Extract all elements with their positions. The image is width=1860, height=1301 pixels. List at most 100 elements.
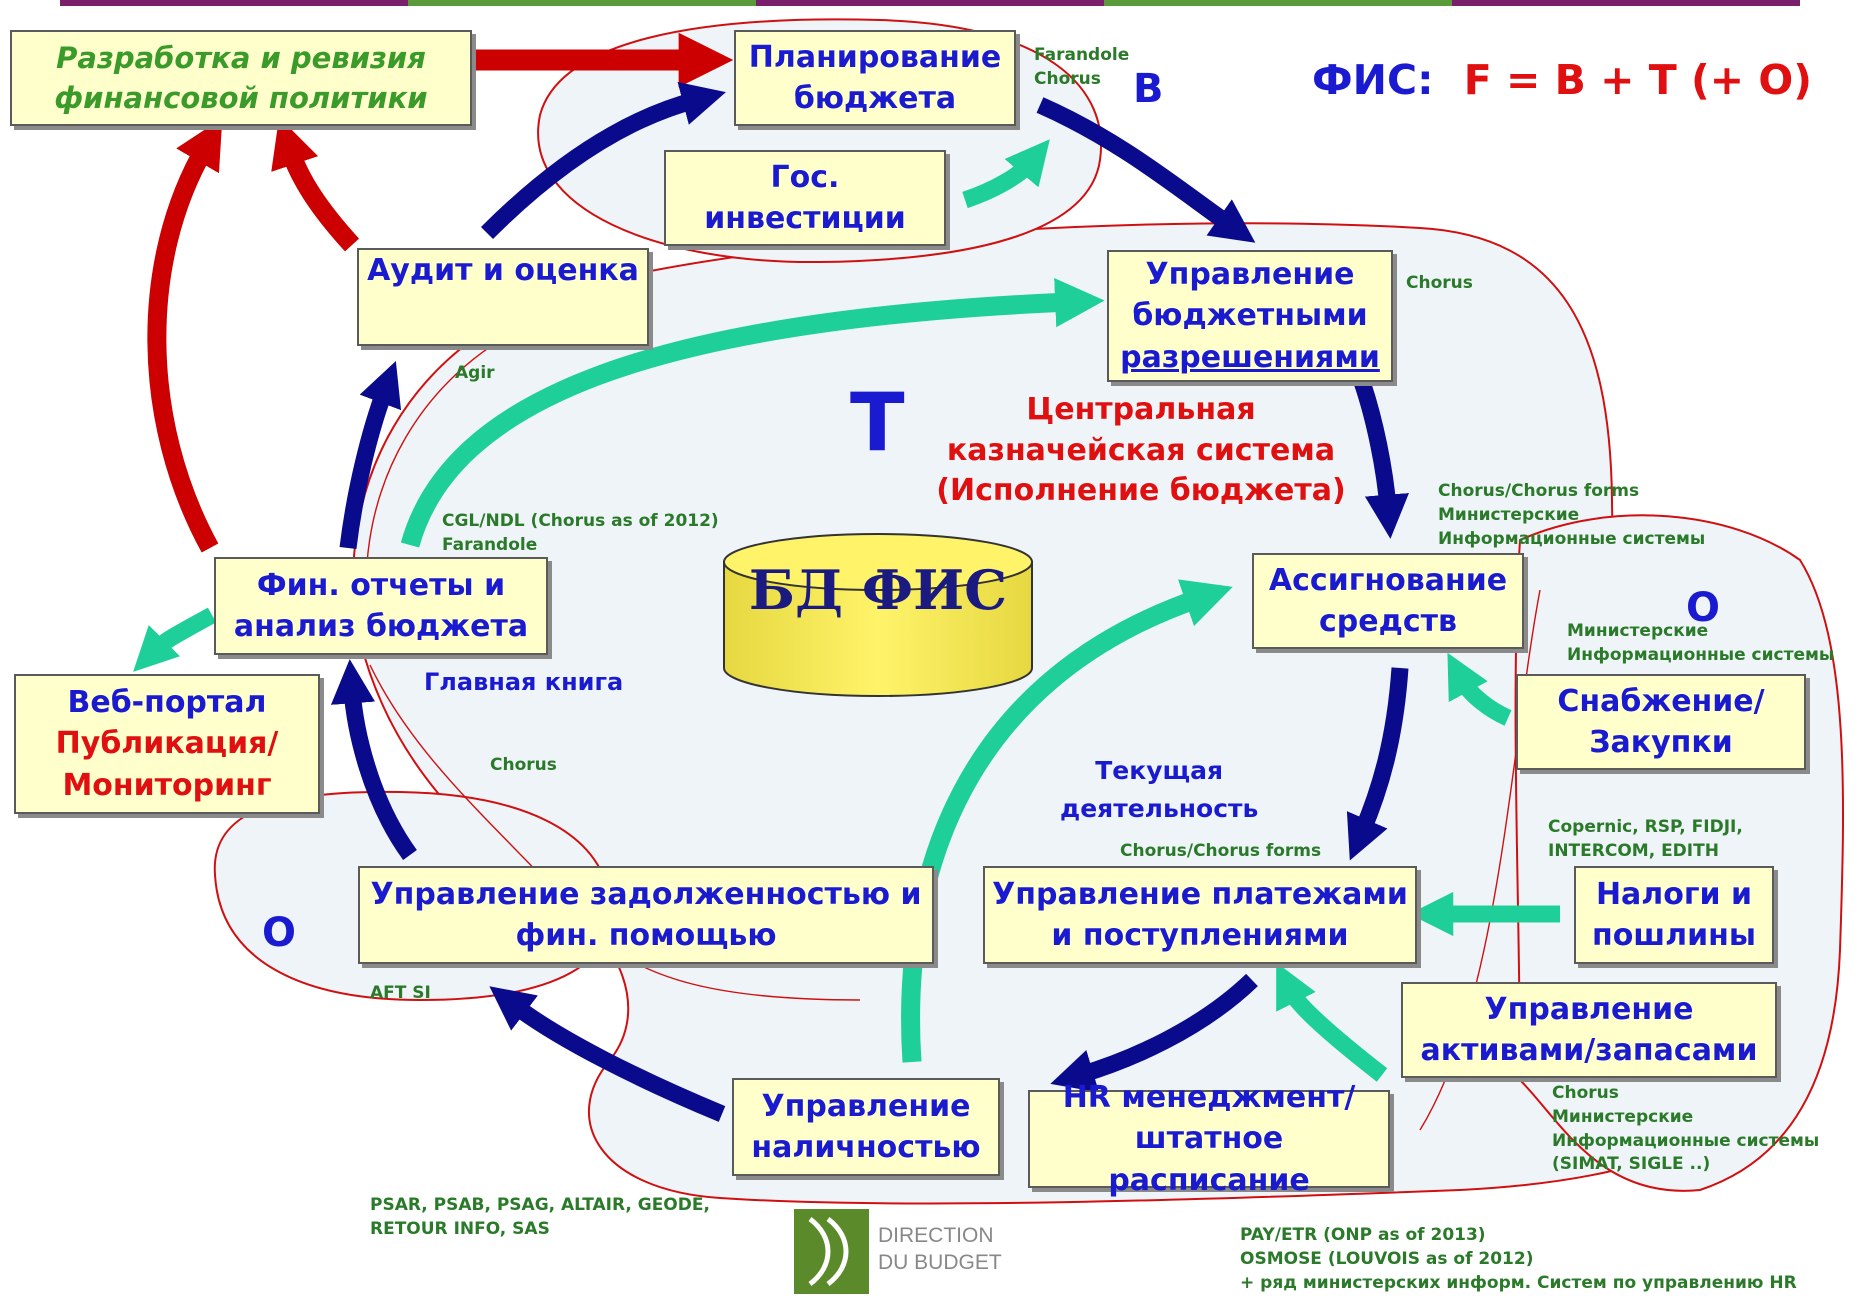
label-chorus-bottom-right-line4: (SIMAT, SIGLE ..): [1552, 1154, 1711, 1175]
box-allocation[interactable]: Ассигнование средств: [1252, 553, 1524, 649]
header-stripe-segment: [756, 0, 1104, 6]
box-investments-line1: Гос.: [770, 159, 840, 195]
box-debt-line2: фин. помощью: [515, 918, 777, 953]
formula-prefix: ФИС:: [1312, 56, 1434, 104]
box-debt[interactable]: Управление задолженностью и фин. помощью: [358, 866, 934, 964]
box-taxes[interactable]: Налоги и пошлины: [1574, 866, 1774, 964]
box-payments-line2: и поступлениями: [1051, 918, 1349, 953]
label-pay-etr-line2: OSMOSE (LOUVOIS as of 2012): [1240, 1248, 1534, 1269]
label-farandole-chorus: Farandole Chorus: [1034, 44, 1129, 92]
label-chorus-forms-mid: Chorus/Chorus forms: [1120, 841, 1322, 861]
arrow-red-audit-policy: [271, 117, 360, 252]
box-authorizations-line3: разрешениями: [1120, 339, 1380, 375]
arrow-green-reports-portal: [133, 607, 217, 672]
label-chorus: Chorus: [1034, 68, 1101, 89]
box-authorizations-line2: бюджетными: [1132, 298, 1368, 334]
formula: ФИС: F = B + T (+ O): [1312, 56, 1812, 104]
arrow-blue-debt-reports: [330, 659, 417, 860]
arrow-blue-audit-planning: [480, 82, 726, 240]
box-taxes-line2: пошлины: [1591, 918, 1757, 953]
label-chorus-forms-top: Chorus/Chorus forms Министерские Информа…: [1438, 480, 1705, 551]
box-assets[interactable]: Управление активами/запасами: [1401, 982, 1777, 1078]
box-cash-line2: наличностью: [751, 1130, 981, 1165]
box-portal[interactable]: Веб-портал Публикация/ Мониторинг: [14, 674, 320, 814]
box-investments[interactable]: Гос. инвестиции: [664, 150, 946, 246]
label-chorus-mid: Chorus: [490, 755, 557, 775]
arrow-green-cash-allocation: [901, 579, 1233, 1063]
label-copernic-line2: INTERCOM, EDITH: [1548, 840, 1719, 861]
box-hr-line2: штатное расписание: [1108, 1121, 1310, 1198]
database-cylinder: [723, 533, 1033, 697]
box-reports[interactable]: Фин. отчеты и анализ бюджета: [214, 557, 548, 655]
label-ministerial-right-line2: Информационные системы: [1567, 644, 1835, 665]
box-planning-line2: бюджета: [793, 81, 957, 116]
box-procurement-line1: Снабжение/: [1557, 683, 1765, 719]
box-policy-line1: Разработка и ревизия: [56, 40, 426, 75]
box-policy-line2: финансовой политики: [54, 81, 428, 115]
label-chorus-bottom-right-line2: Министерские: [1552, 1106, 1694, 1127]
label-pay-etr: PAY/ETR (ONP as of 2013) OSMOSE (LOUVOIS…: [1240, 1224, 1797, 1295]
box-payments[interactable]: Управление платежами и поступлениями: [983, 866, 1417, 964]
label-cgl: CGL/NDL (Chorus as of 2012) Farandole: [442, 510, 719, 558]
box-portal-line1: Веб-портал: [67, 684, 267, 720]
zone-letter-t: T: [850, 376, 905, 469]
arrow-blue-authorizations-allocation: [1353, 379, 1409, 539]
box-hr-line1: HR менеджмент/: [1062, 1079, 1356, 1115]
box-planning-line1: Планирование: [748, 39, 1002, 75]
box-portal-line2: Публикация/: [55, 726, 279, 762]
box-cash[interactable]: Управление наличностью: [732, 1078, 1000, 1176]
central-title-line1: Центральная: [1026, 392, 1256, 427]
label-chorus-bottom-right-line1: Chorus: [1552, 1083, 1619, 1103]
arrow-red-reports-policy: [147, 118, 223, 553]
label-psar: PSAR, PSAB, PSAG, ALTAIR, GEODE, RETOUR …: [370, 1194, 710, 1242]
box-authorizations-line1: Управление: [1145, 256, 1355, 292]
box-audit[interactable]: Аудит и оценка: [357, 248, 649, 346]
label-cgl-line2: Farandole: [442, 534, 538, 555]
box-assets-line1: Управление: [1484, 991, 1694, 1027]
label-copernic: Copernic, RSP, FIDJI, INTERCOM, EDITH: [1548, 816, 1743, 864]
box-payments-line1: Управление платежами: [992, 876, 1408, 912]
box-portal-line3: Мониторинг: [62, 767, 272, 803]
box-procurement[interactable]: Снабжение/ Закупки: [1516, 674, 1806, 770]
logo-line1: DIRECTION: [878, 1224, 994, 1247]
arrow-blue-reports-audit: [339, 361, 402, 550]
arrow-green-hr-payments: [1276, 962, 1388, 1082]
label-current-activity: Текущая деятельность: [1060, 752, 1258, 827]
box-investments-line2: инвестиции: [704, 201, 906, 236]
zone-letter-o-right: O: [1686, 585, 1721, 631]
header-stripe: [60, 0, 1800, 6]
box-planning[interactable]: Планирование бюджета: [734, 30, 1016, 126]
central-title-line2: казначейская система: [946, 432, 1336, 468]
arrow-blue-cash-debt: [489, 986, 726, 1122]
label-chorus-forms-top-line3: Информационные системы: [1438, 528, 1706, 549]
label-pay-etr-line3: + ряд министерских информ. Систем по упр…: [1240, 1272, 1797, 1293]
label-farandole: Farandole: [1034, 45, 1130, 65]
header-stripe-segment: [60, 0, 408, 6]
logo-text: DIRECTION DU BUDGET: [878, 1223, 1002, 1277]
box-authorizations[interactable]: Управление бюджетными разрешениями: [1107, 250, 1393, 382]
label-agir: Agir: [455, 363, 495, 383]
label-chorus-forms-top-line2: Министерские: [1438, 504, 1580, 525]
label-psar-line1: PSAR, PSAB, PSAG, ALTAIR, GEODE,: [370, 1195, 710, 1215]
label-main-ledger: Главная книга: [424, 668, 624, 696]
arrow-blue-allocation-payments: [1346, 667, 1409, 861]
central-treasury-title: Центральная казначейская система (Исполн…: [926, 390, 1356, 512]
arrow-green-reports-authorizations: [400, 277, 1105, 548]
box-reports-line1: Фин. отчеты и: [256, 567, 506, 603]
label-ministerial-right-line1: Министерские: [1567, 621, 1709, 641]
label-current-activity-line1: Текущая: [1095, 756, 1224, 785]
box-hr[interactable]: HR менеджмент/ штатное расписание: [1028, 1080, 1390, 1198]
label-ministerial-right: Министерские Информационные системы: [1567, 620, 1834, 668]
label-cgl-line1: CGL/NDL (Chorus as of 2012): [442, 511, 719, 531]
arrow-green-procurement-allocation: [1447, 652, 1512, 726]
label-psar-line2: RETOUR INFO, SAS: [370, 1218, 550, 1239]
box-cash-line1: Управление: [761, 1088, 971, 1124]
central-title-line3: (Исполнение бюджета): [936, 473, 1346, 508]
database-label: БД ФИС: [748, 558, 1008, 622]
arrow-blue-planning-authorizations: [1036, 97, 1256, 243]
box-policy[interactable]: Разработка и ревизия финансовой политики: [10, 30, 472, 126]
box-debt-line1: Управление задолженностью и: [370, 876, 922, 912]
box-reports-line2: анализ бюджета: [233, 609, 529, 644]
header-stripe-segment: [1452, 0, 1800, 6]
label-copernic-line1: Copernic, RSP, FIDJI,: [1548, 817, 1743, 837]
